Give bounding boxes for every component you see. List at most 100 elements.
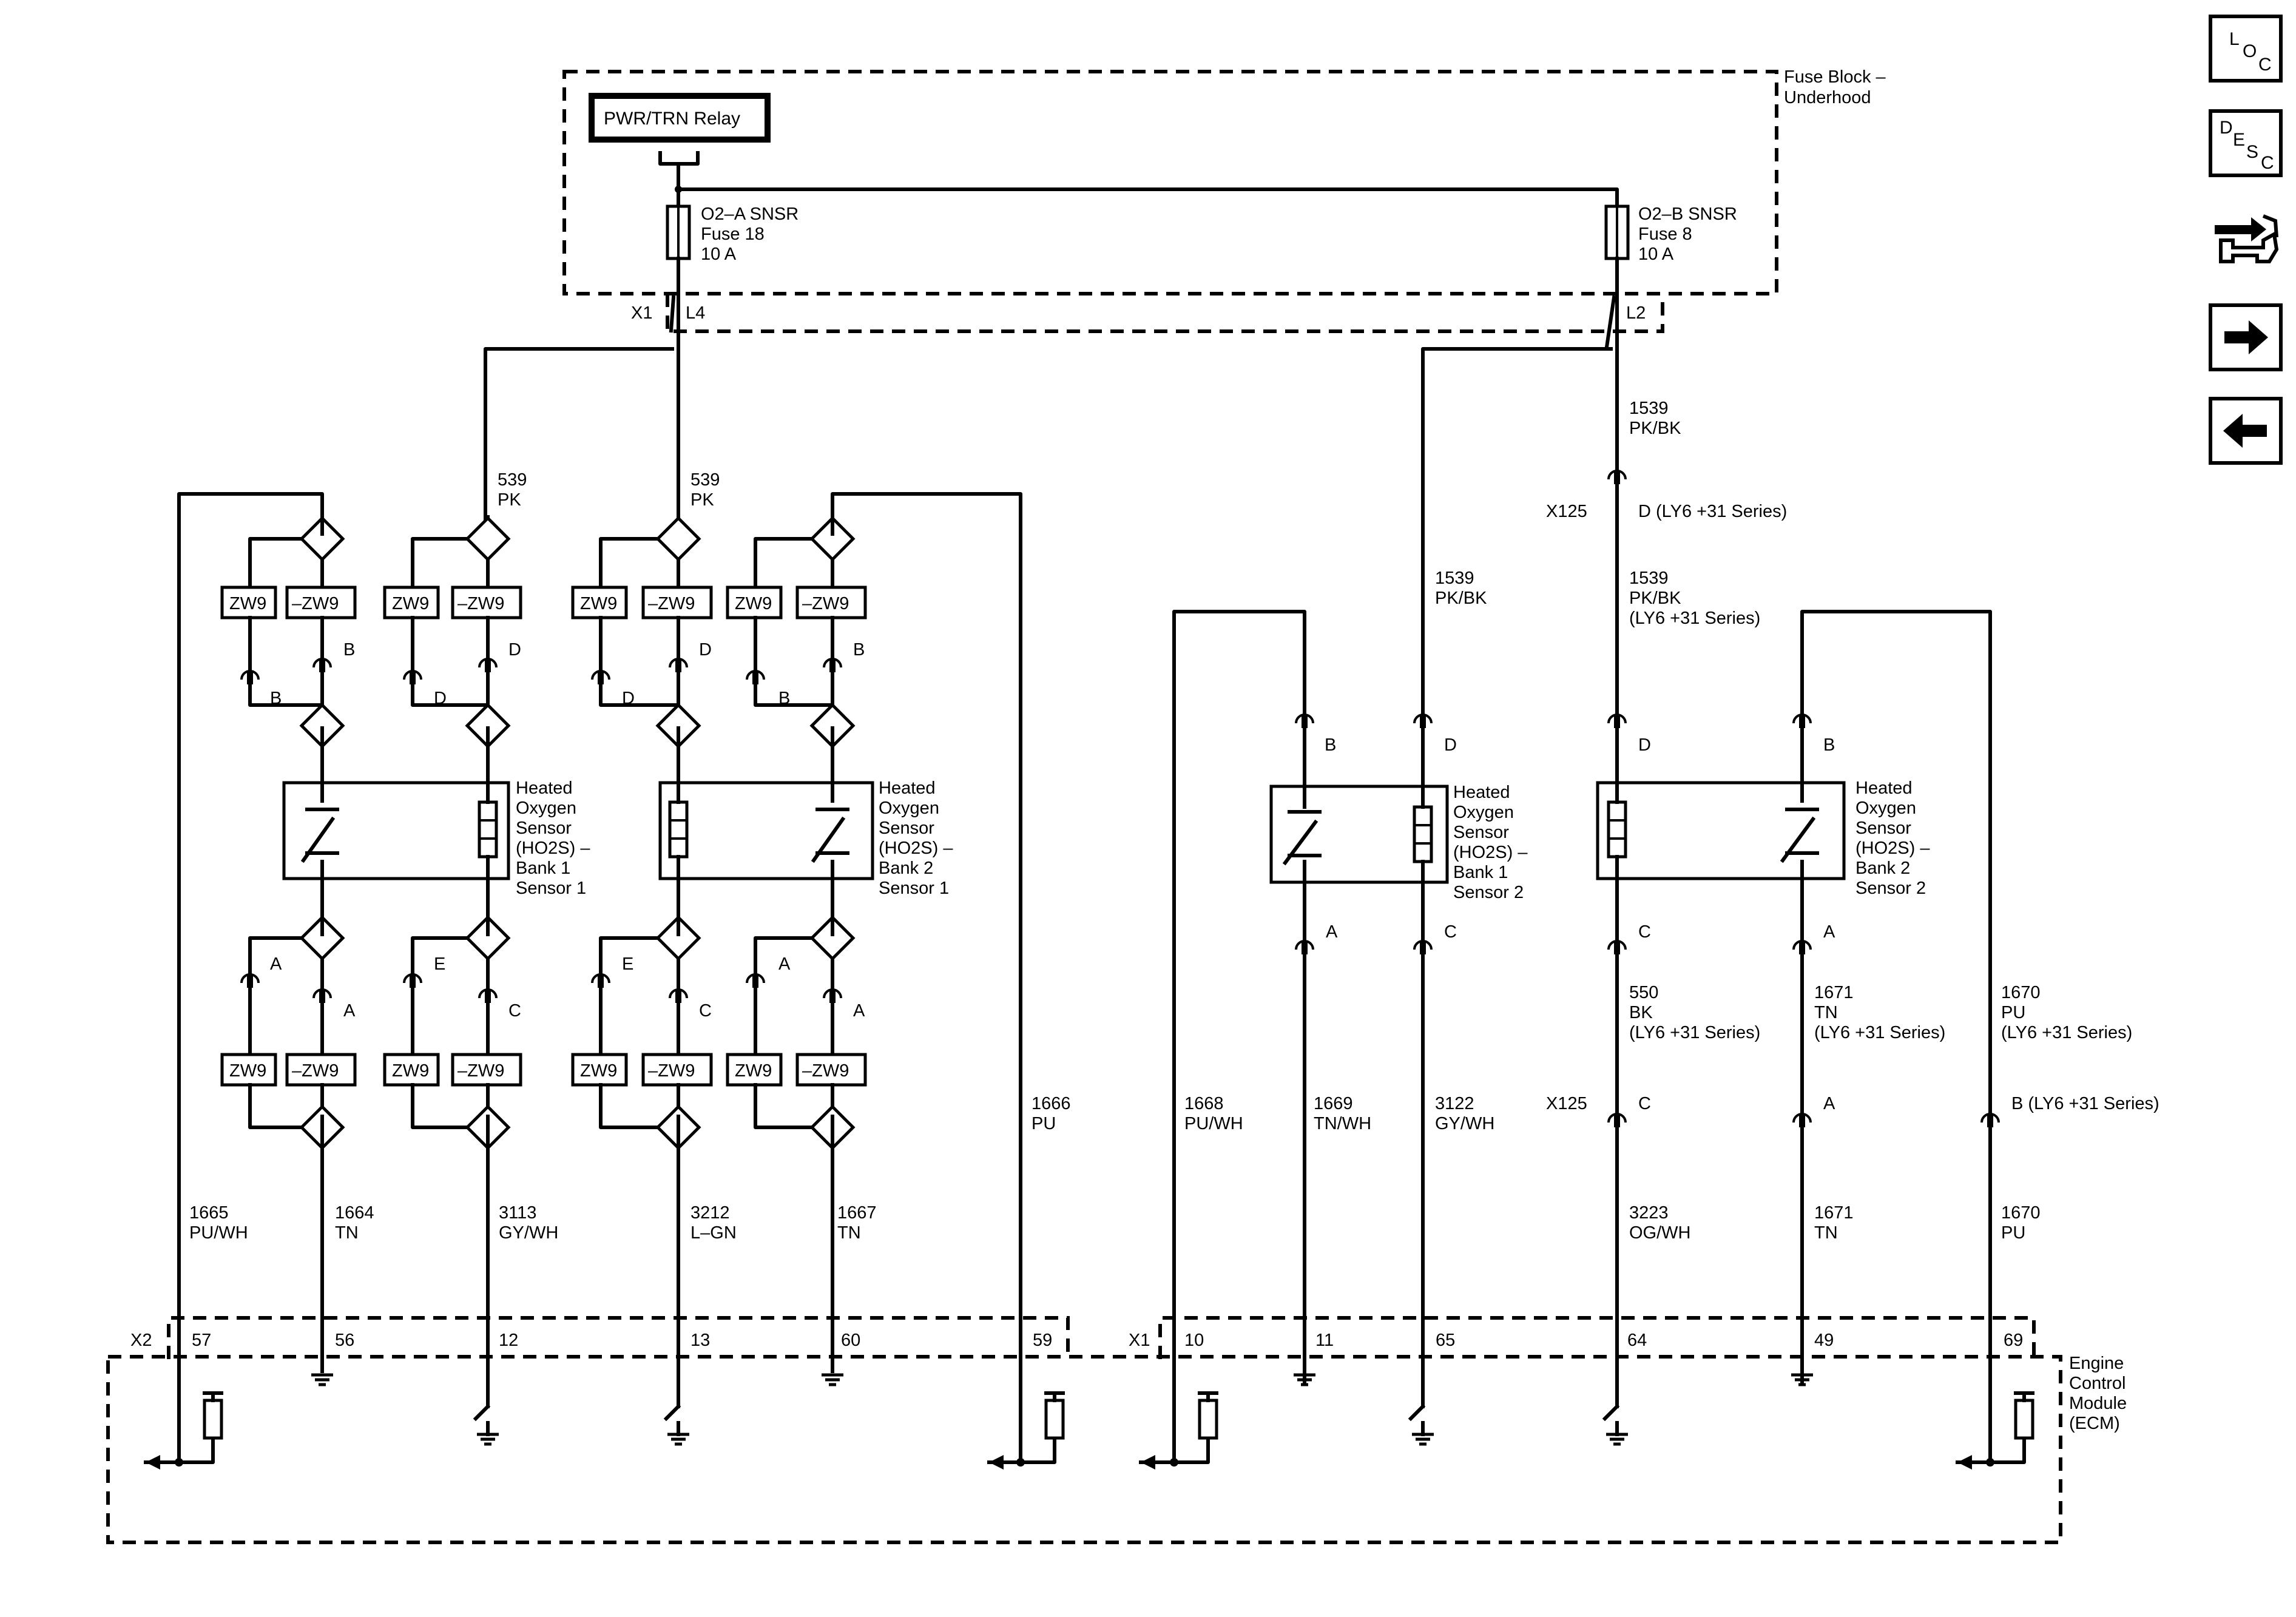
option-zw9: ZW9 — [735, 594, 772, 613]
pullup-resistor — [1956, 1391, 2034, 1470]
ground-icon — [822, 1375, 843, 1385]
svg-text:Sensor 1: Sensor 1 — [516, 879, 586, 898]
svg-text:10 A: 10 A — [701, 245, 737, 264]
ecm-pin: 64 — [1627, 1331, 1647, 1350]
svg-text:3223: 3223 — [1629, 1203, 1669, 1223]
option-not-zw9: –ZW9 — [648, 1061, 695, 1081]
fuse-block-underhood: Fuse Block – Underhood PWR/TRN Relay O2–… — [562, 67, 1886, 333]
svg-text:1539: 1539 — [1435, 569, 1474, 588]
desc-button[interactable]: D E S C — [2209, 109, 2283, 177]
ground-icon — [311, 1375, 333, 1385]
ho2s-bank2-sensor1 — [658, 726, 874, 936]
ho2s-bank2-sensor2 — [1596, 715, 1846, 945]
option-zw9: ZW9 — [580, 594, 617, 613]
option-zw9: ZW9 — [229, 1061, 266, 1081]
option-zw9: ZW9 — [735, 1061, 772, 1081]
svg-text:1539: 1539 — [1629, 399, 1669, 418]
svg-text:D (LY6 +31 Series): D (LY6 +31 Series) — [1638, 502, 1787, 521]
pin-label: C — [508, 1001, 521, 1021]
svg-text:TN: TN — [1814, 1003, 1838, 1022]
svg-text:(HO2S) –: (HO2S) – — [1453, 843, 1528, 862]
svg-text:TN: TN — [335, 1223, 359, 1243]
fuse-block-subtitle: Underhood — [1784, 88, 1871, 107]
svg-text:(LY6 +31 Series): (LY6 +31 Series) — [2001, 1023, 2132, 1042]
option-not-zw9: –ZW9 — [292, 1061, 339, 1081]
svg-text:Heated: Heated — [516, 778, 573, 798]
svg-text:A: A — [1326, 922, 1338, 942]
svg-text:B: B — [1325, 735, 1336, 755]
svg-text:O2–A SNSR: O2–A SNSR — [701, 204, 799, 224]
sensor1-option-groups: ZW9–ZW9BBZW9–ZW9AAZW9–ZW9DDZW9–ZW9ECZW9–… — [220, 515, 867, 1148]
relay-box — [589, 93, 771, 143]
svg-text:PK: PK — [498, 490, 521, 510]
ground-icon — [1294, 1375, 1315, 1385]
svg-text:1668: 1668 — [1184, 1094, 1224, 1113]
option-not-zw9: –ZW9 — [648, 594, 695, 613]
svg-text:Sensor: Sensor — [1453, 823, 1509, 842]
svg-text:Bank 1: Bank 1 — [1453, 863, 1508, 882]
svg-text:Heated: Heated — [879, 778, 936, 798]
arrow-left-button[interactable] — [2209, 397, 2283, 465]
svg-text:Sensor 1: Sensor 1 — [879, 879, 949, 898]
svg-text:A: A — [1823, 1094, 1835, 1113]
svg-text:Heated: Heated — [1855, 778, 1913, 798]
svg-text:X1: X1 — [631, 303, 652, 323]
svg-text:C: C — [1638, 1094, 1651, 1113]
svg-text:TN: TN — [837, 1223, 861, 1243]
pin-label: D — [699, 640, 712, 660]
fuse-block-title: Fuse Block – — [1784, 67, 1886, 87]
ecm-pin: 13 — [690, 1331, 710, 1350]
pin-label: D — [434, 689, 447, 708]
svg-text:A: A — [1823, 922, 1835, 942]
svg-text:Bank 1: Bank 1 — [516, 859, 570, 878]
arrow-left-icon — [2223, 414, 2267, 448]
svg-text:Oxygen: Oxygen — [879, 798, 939, 818]
svg-text:Heated: Heated — [1453, 783, 1510, 802]
ecm-pin: 56 — [335, 1331, 354, 1350]
svg-text:539: 539 — [498, 470, 527, 490]
svg-text:C: C — [1638, 922, 1651, 942]
svg-text:(ECM): (ECM) — [2069, 1414, 2120, 1433]
option-zw9: ZW9 — [229, 594, 266, 613]
svg-text:Sensor: Sensor — [516, 819, 572, 838]
connector-swap-icon[interactable] — [2209, 204, 2283, 272]
svg-text:D: D — [1638, 735, 1651, 755]
svg-text:GY/WH: GY/WH — [1435, 1114, 1494, 1133]
svg-text:Fuse 18: Fuse 18 — [701, 224, 765, 244]
svg-text:1664: 1664 — [335, 1203, 374, 1223]
svg-text:PK: PK — [690, 490, 714, 510]
arrow-right-button[interactable] — [2209, 303, 2283, 371]
ho2s-bank1-sensor2 — [1269, 715, 1449, 945]
option-zw9: ZW9 — [580, 1061, 617, 1081]
svg-text:(LY6 +31 Series): (LY6 +31 Series) — [1629, 609, 1760, 628]
ecm-pin: 12 — [499, 1331, 518, 1350]
svg-text:550: 550 — [1629, 983, 1658, 1002]
pin-label: A — [343, 1001, 356, 1021]
svg-text:X2: X2 — [130, 1331, 152, 1350]
svg-text:Sensor: Sensor — [879, 819, 934, 838]
svg-text:Fuse 8: Fuse 8 — [1638, 224, 1692, 244]
ecm-pin: 11 — [1315, 1331, 1334, 1350]
ecm-pin: 59 — [1033, 1331, 1052, 1350]
ecm-internal-circuits — [144, 1375, 2034, 1470]
pullup-resistor — [144, 1391, 223, 1470]
arrow-right-icon — [2224, 320, 2268, 354]
svg-text:1666: 1666 — [1032, 1094, 1071, 1113]
ecm-pin: 49 — [1814, 1331, 1834, 1350]
svg-text:3113: 3113 — [499, 1203, 536, 1223]
loc-button[interactable]: L O C — [2209, 15, 2283, 83]
ground-icon — [1791, 1375, 1813, 1385]
switched-ground — [473, 1403, 499, 1444]
svg-text:10 A: 10 A — [1638, 245, 1674, 264]
ecm-pin: 69 — [2004, 1331, 2023, 1350]
svg-text:PU: PU — [2001, 1003, 2025, 1022]
ecm-module — [106, 1316, 2062, 1544]
svg-text:Oxygen: Oxygen — [1855, 798, 1916, 818]
svg-text:D: D — [1444, 735, 1457, 755]
svg-text:Sensor 2: Sensor 2 — [1453, 883, 1524, 902]
svg-text:B: B — [1823, 735, 1835, 755]
x125-d-connector — [1609, 471, 1626, 484]
option-not-zw9: –ZW9 — [292, 594, 339, 613]
svg-text:(LY6 +31 Series): (LY6 +31 Series) — [1814, 1023, 1945, 1042]
